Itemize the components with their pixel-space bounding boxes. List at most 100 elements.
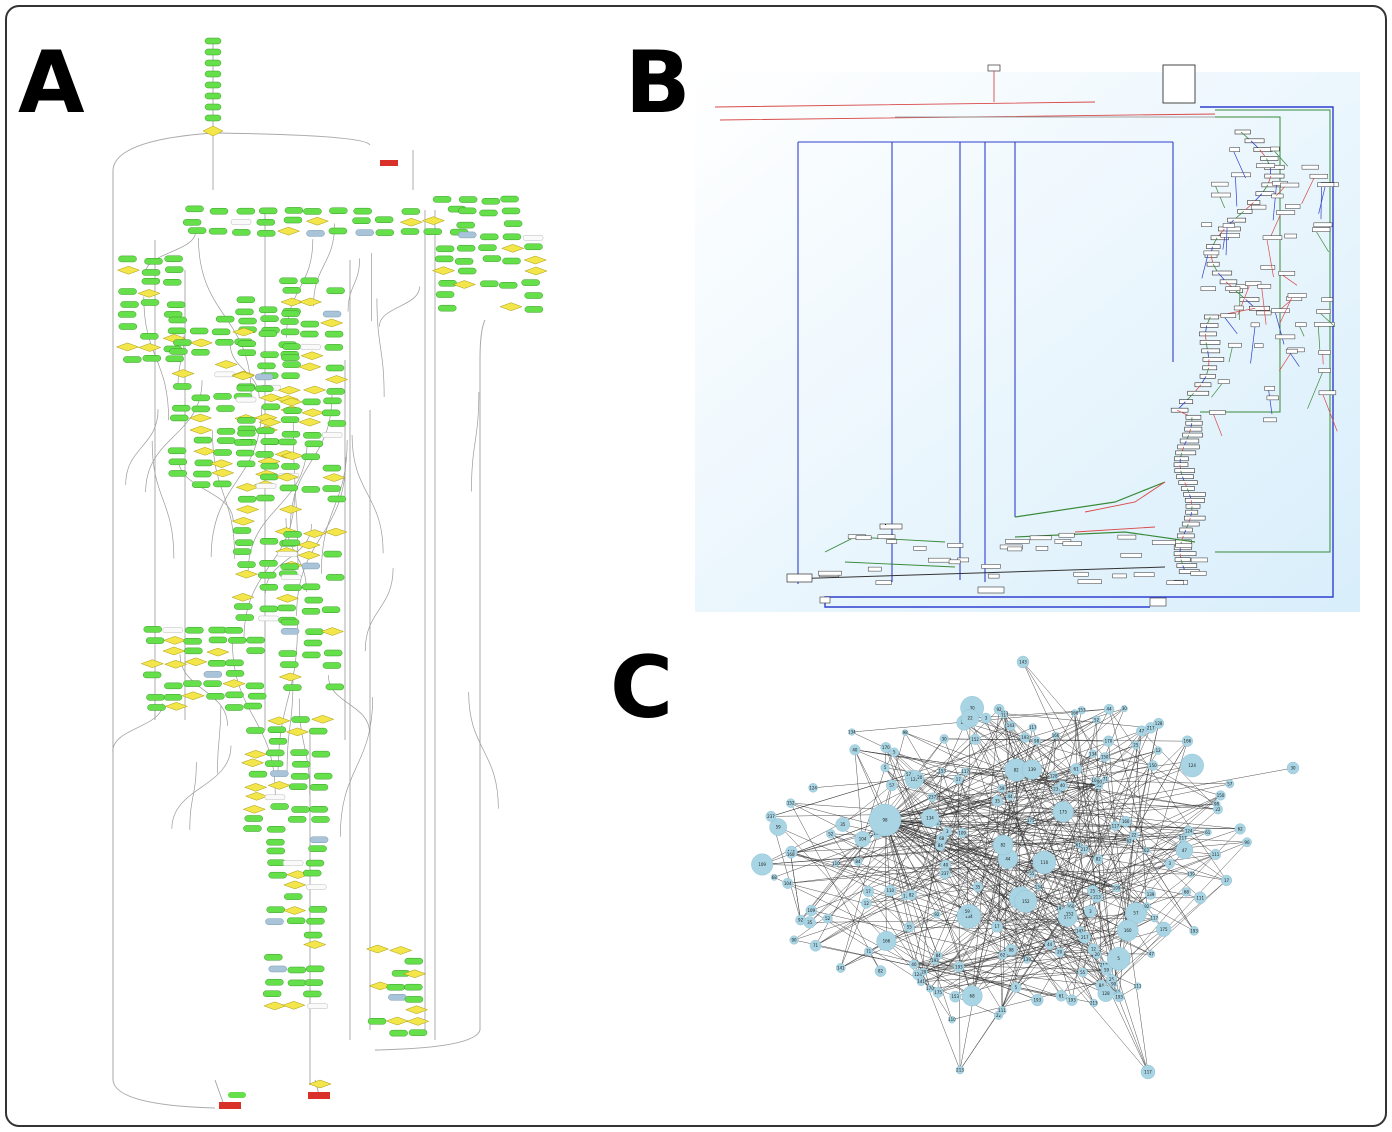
decision-node (385, 1016, 410, 1026)
graph-edge (1059, 750, 1159, 909)
graph-edge (851, 708, 1110, 733)
block-node (1194, 382, 1212, 388)
process-node (290, 773, 310, 780)
data-node (270, 770, 289, 777)
graph-edge (996, 832, 1208, 927)
process-node (259, 538, 279, 545)
process-node (268, 871, 287, 879)
block-node (1112, 573, 1127, 579)
block-node (1120, 553, 1142, 558)
block-node (948, 559, 961, 565)
process-node (302, 869, 322, 877)
process-node (456, 244, 476, 252)
graph-edge (940, 713, 1005, 846)
graph-node-label: 5 (1015, 985, 1018, 990)
flow-edge (378, 286, 420, 327)
graph-node-label: 166 (1071, 710, 1079, 715)
graph-node (1101, 775, 1109, 783)
graph-node-label: 44 (1008, 794, 1014, 799)
process-node (323, 550, 342, 558)
graph-node (949, 990, 961, 1003)
graph-node (1189, 926, 1199, 936)
graph-node (862, 885, 874, 897)
process-node (325, 683, 345, 691)
graph-node-label: 110 (1040, 860, 1048, 865)
process-node (321, 409, 341, 417)
graph-edge (884, 719, 1097, 821)
data-node (203, 671, 223, 678)
process-node (237, 417, 256, 424)
process-node (500, 195, 519, 203)
graph-node (1005, 792, 1015, 801)
process-node (302, 651, 321, 659)
block-node (855, 535, 872, 541)
process-node (352, 217, 371, 224)
graph-edge (800, 819, 886, 921)
graph-node (1032, 850, 1056, 875)
graph-node-label: 90 (1097, 780, 1103, 785)
process-node (243, 702, 263, 710)
decision-node (164, 702, 189, 711)
graph-node (1102, 735, 1115, 747)
graph-node (1145, 888, 1156, 900)
process-node (325, 574, 345, 581)
graph-node-label: 57 (1133, 911, 1139, 916)
graph-node-label: 92 (934, 912, 940, 917)
graph-edge (835, 778, 1106, 864)
label-node (281, 574, 302, 581)
data-node (457, 231, 477, 239)
graph-node (1131, 740, 1141, 750)
cfg-edge (1213, 414, 1223, 436)
graph-node-label: 68 (970, 993, 976, 998)
graph-node-label: 152 (787, 801, 795, 806)
graph-edge (998, 709, 1192, 875)
graph-node-label: 44 (1047, 942, 1053, 947)
block-node (1174, 557, 1191, 562)
graph-node-label: 134 (1035, 884, 1043, 889)
process-node (215, 315, 235, 323)
graph-edge (909, 926, 1128, 932)
process-node (164, 255, 183, 263)
block-node (1174, 468, 1195, 473)
process-node (305, 859, 325, 867)
cfg-edge (1289, 352, 1300, 367)
graph-edge (904, 732, 1062, 996)
block-node (1073, 572, 1089, 577)
graph-node-label: 150 (1217, 793, 1225, 798)
graph-edge (905, 732, 1058, 790)
label-node (214, 371, 235, 378)
process-node (287, 979, 307, 987)
decision-node (524, 266, 548, 276)
graph-edge (920, 737, 1026, 982)
graph-edge (884, 819, 1070, 915)
process-node (282, 287, 302, 294)
cfg-edge (1282, 274, 1298, 286)
graph-node-label: 5 (1117, 956, 1120, 961)
flow-edge (189, 761, 197, 830)
graph-edge (966, 718, 971, 912)
process-node (479, 209, 498, 217)
graph-node-label: 128 (1155, 721, 1163, 726)
label-node (258, 615, 279, 622)
graph-node-label: 139 (1028, 767, 1036, 772)
decision-node (235, 505, 260, 514)
process-node (264, 954, 283, 961)
flow-edge (145, 230, 197, 274)
block-node (1183, 492, 1206, 497)
process-node (481, 197, 501, 205)
graph-node (1019, 732, 1031, 743)
graph-edge (1104, 756, 1153, 766)
process-node (208, 227, 228, 235)
decision-node (282, 1001, 306, 1010)
graph-edge (840, 795, 1221, 969)
decision-node (206, 647, 230, 657)
flow-edge (125, 409, 159, 485)
cfg-edge (1318, 186, 1326, 214)
cfg-edge (1278, 351, 1292, 372)
graph-node-label: 59 (1104, 967, 1110, 972)
process-node (262, 990, 282, 997)
graph-node-label: 160 (787, 852, 795, 857)
graph-node-label: 55 (1080, 970, 1086, 975)
graph-node-label: 92 (798, 918, 804, 923)
process-node (216, 437, 236, 444)
